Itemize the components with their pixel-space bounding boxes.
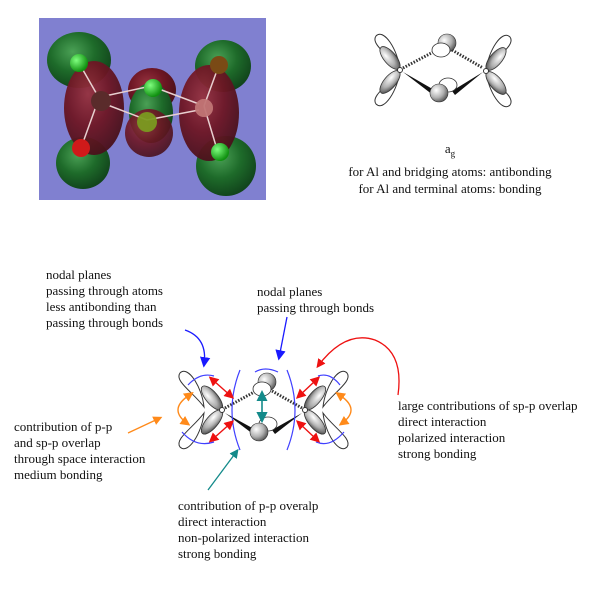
bridging-atom-top-b bbox=[257, 372, 277, 392]
annotation-line: passing through atoms bbox=[46, 283, 163, 298]
annotation-line: nodal planes bbox=[46, 267, 112, 282]
orange-double-arrows bbox=[177, 391, 352, 426]
al-right-orbitals bbox=[302, 370, 349, 450]
al-left-orbitals-top bbox=[374, 33, 403, 107]
annotation-line: and sp-p overlap bbox=[14, 435, 101, 450]
annotation-p-p-overlap: contribution of p-p overalp direct inter… bbox=[178, 498, 318, 562]
red-double-arrows bbox=[208, 376, 321, 443]
atom-bridging-bottom bbox=[137, 112, 157, 132]
red-arrow-right bbox=[316, 337, 400, 396]
teal-arrow-bottom bbox=[207, 448, 239, 491]
atom-terminal-tr bbox=[210, 56, 228, 74]
schematic-bottom bbox=[127, 316, 400, 491]
bridging-atom-top bbox=[437, 33, 457, 53]
annotation-line: strong bonding bbox=[398, 446, 477, 461]
annotation-line: passing through bonds bbox=[257, 300, 374, 315]
atom-al-right bbox=[195, 99, 213, 117]
annotation-line: less antibonding than bbox=[46, 299, 157, 314]
bridging-atom-bottom bbox=[429, 83, 449, 103]
annotation-line: non-polarized interaction bbox=[178, 530, 310, 545]
annotation-line: through space interaction bbox=[14, 451, 146, 466]
schematic-top bbox=[374, 33, 512, 108]
caption-line-1: for Al and bridging atoms: antibonding bbox=[348, 163, 552, 179]
al-right-orbitals-top bbox=[483, 34, 512, 108]
annotation-line: large contributions of sp-p overlap bbox=[398, 398, 578, 413]
orbital-render-image bbox=[39, 18, 266, 200]
atom-terminal-br bbox=[211, 143, 229, 161]
atom-al-left bbox=[91, 91, 111, 111]
blue-arrow-left bbox=[184, 329, 211, 368]
annotation-line: direct interaction bbox=[178, 514, 267, 529]
nodal-plane-arcs bbox=[181, 368, 345, 451]
annotation-line: contribution of p-p overalp bbox=[178, 498, 319, 513]
annotation-line: passing through bonds bbox=[46, 315, 163, 330]
atom-terminal-bl bbox=[72, 139, 90, 157]
annotation-line: polarized interaction bbox=[398, 430, 506, 445]
annotation-line: direct interaction bbox=[398, 414, 487, 429]
atom-terminal-tl bbox=[70, 54, 88, 72]
annotation-line: contribution of p-p bbox=[14, 419, 113, 434]
symmetry-label: ag bbox=[444, 141, 456, 159]
annotation-through-space: contribution of p-p and sp-p overlap thr… bbox=[14, 419, 145, 483]
al-left-orbitals bbox=[178, 370, 225, 450]
blue-arrow-center bbox=[275, 316, 288, 361]
annotation-line: medium bonding bbox=[14, 467, 103, 482]
annotation-nodal-planes-bonds: nodal planes passing through bonds bbox=[257, 284, 374, 316]
caption-line-2: for Al and terminal atoms: bonding bbox=[358, 180, 542, 196]
annotation-nodal-planes-atoms: nodal planes passing through atoms less … bbox=[46, 267, 163, 331]
bridging-atom-bottom-b bbox=[249, 422, 269, 442]
symmetry-caption: ag for Al and bridging atoms: antibondin… bbox=[330, 140, 570, 197]
annotation-line: strong bonding bbox=[178, 546, 257, 561]
atom-bridging-top bbox=[144, 79, 162, 97]
annotation-line: nodal planes bbox=[257, 284, 323, 299]
annotation-sp-p-overlap: large contributions of sp-p overlap dire… bbox=[398, 398, 578, 462]
lobe-red-center-bottom bbox=[125, 109, 173, 157]
